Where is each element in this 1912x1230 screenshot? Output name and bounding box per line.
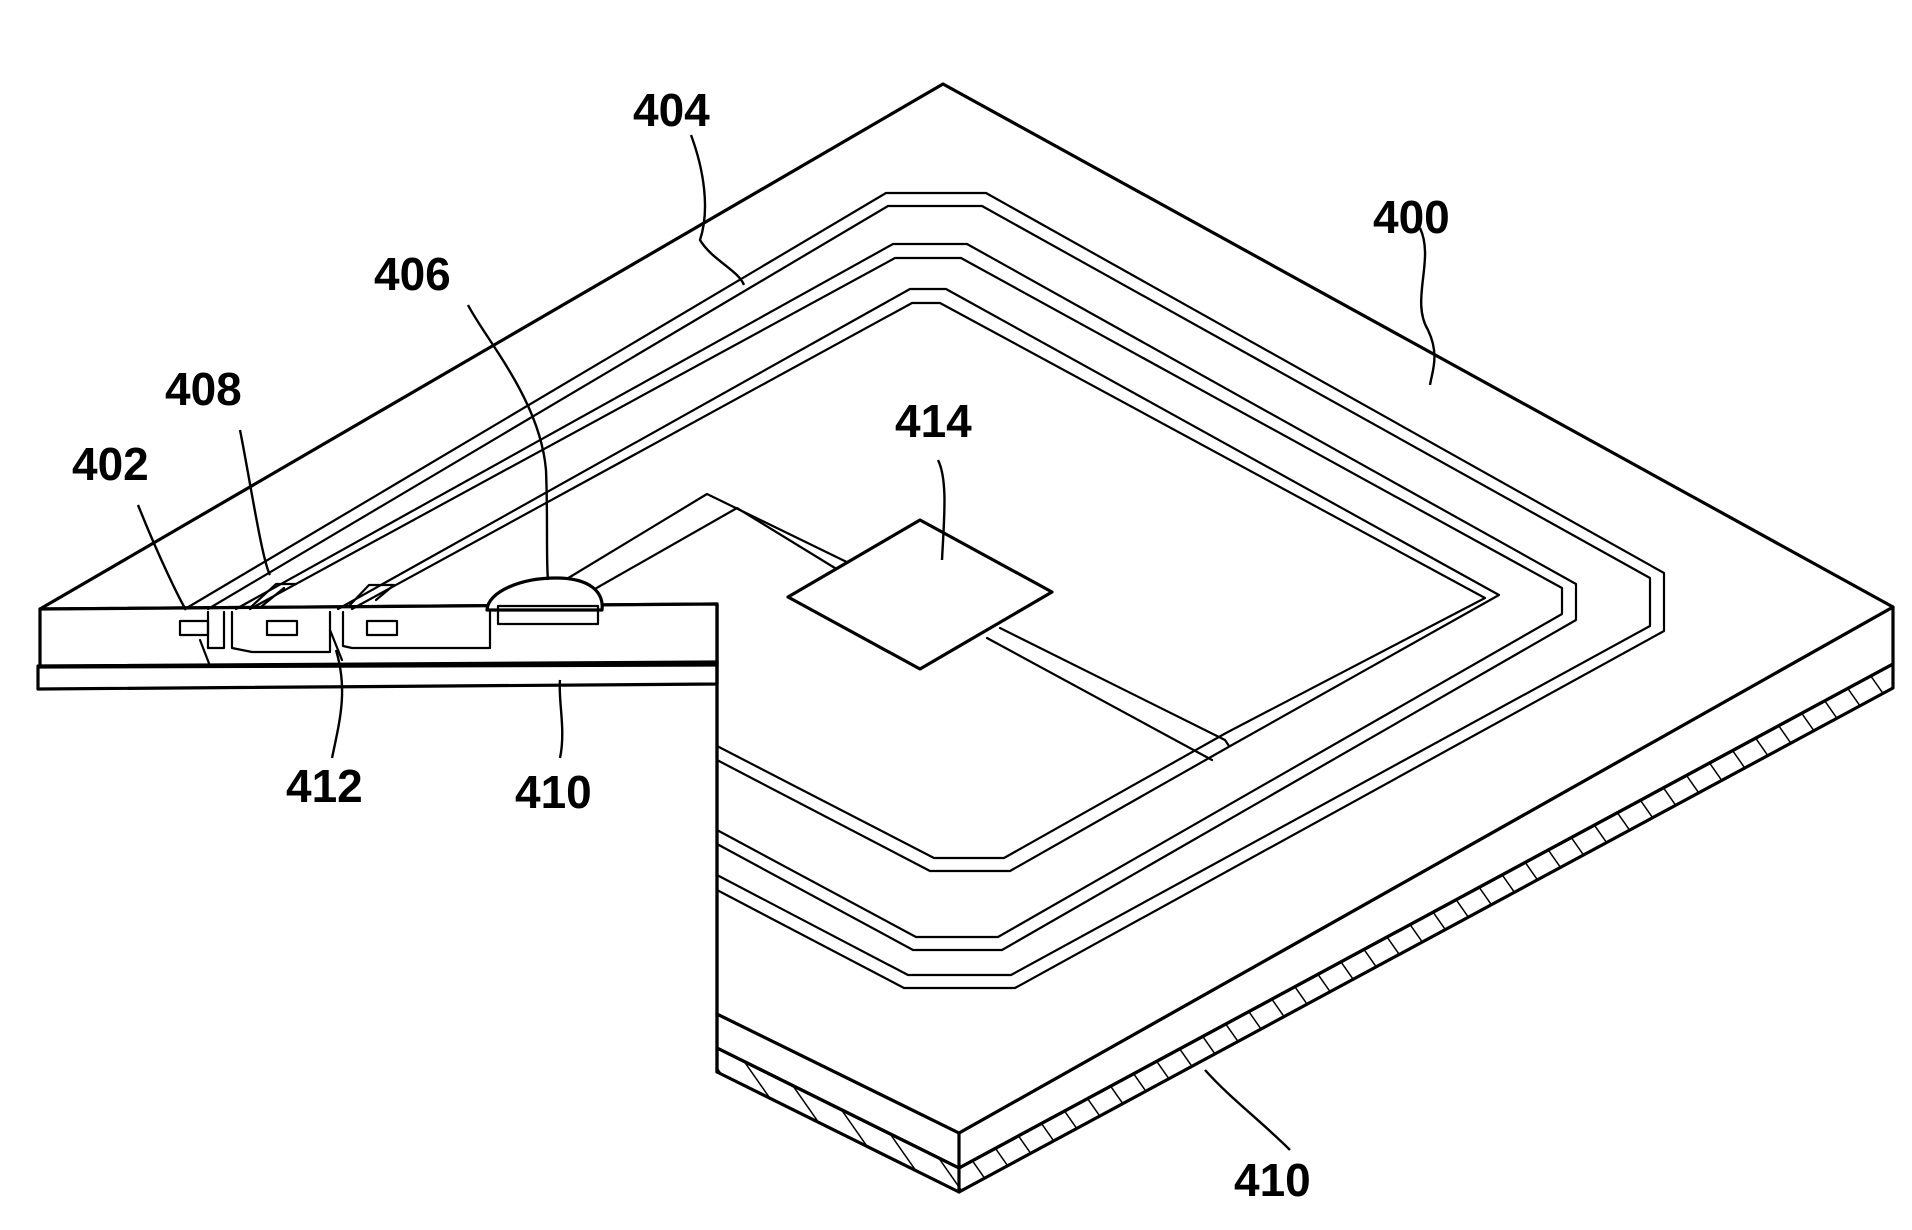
label-406: 406 [374, 248, 451, 300]
label-410-front: 410 [515, 766, 592, 818]
label-412: 412 [286, 760, 363, 812]
label-410-side: 410 [1234, 1154, 1311, 1206]
chip-414 [786, 518, 1054, 671]
coil-404 [183, 191, 1666, 990]
label-402: 402 [72, 438, 149, 490]
label-414: 414 [895, 395, 972, 447]
label-408: 408 [165, 363, 242, 415]
label-400: 400 [1373, 191, 1450, 243]
cross-section-details [178, 576, 604, 668]
leader-lines [136, 134, 1436, 1151]
labels: 404 400 406 408 402 414 412 410 410 [72, 84, 1450, 1206]
label-404: 404 [633, 84, 710, 136]
bump-406 [485, 576, 604, 612]
